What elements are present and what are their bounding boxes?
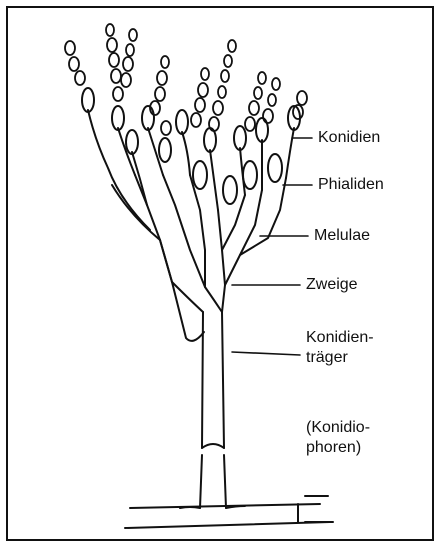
- conidia: [65, 24, 307, 135]
- label-konidiophoren-line1: (Konidio-: [306, 418, 370, 438]
- label-zweige: Zweige: [306, 275, 358, 295]
- branches: [135, 175, 286, 341]
- label-konidientraeger-line2: träger: [306, 348, 374, 368]
- phialides: [82, 88, 300, 204]
- label-phialiden: Phialiden: [318, 175, 384, 195]
- label-konidiophoren: (Konidio- phoren): [306, 418, 370, 458]
- label-konidientraeger: Konidien- träger: [306, 328, 374, 368]
- label-konidientraeger-line1: Konidien-: [306, 328, 374, 348]
- label-konidiophoren-line2: phoren): [306, 438, 370, 458]
- label-metulae: Melulae: [314, 226, 370, 246]
- substrate-hypha: [125, 496, 333, 528]
- label-konidien: Konidien: [318, 128, 380, 148]
- foot-cell: [180, 444, 245, 508]
- stipe: [202, 312, 224, 448]
